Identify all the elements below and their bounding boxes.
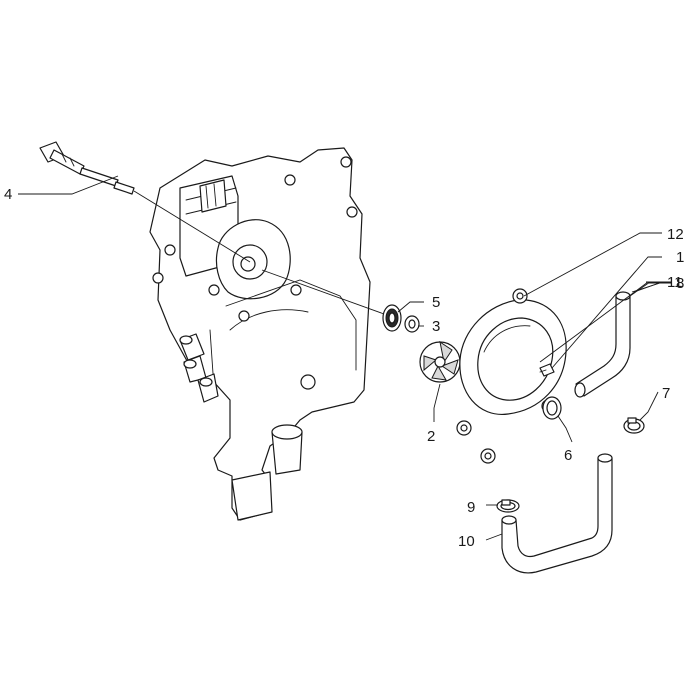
- part-11-bolt: [539, 363, 555, 377]
- callout-3: 3: [432, 318, 440, 335]
- part-8-hose: [574, 291, 631, 398]
- part-3-washer: [404, 315, 420, 333]
- callout-9: 9: [467, 499, 475, 516]
- part-6-clamp: [542, 396, 562, 420]
- callout-4: 4: [4, 186, 12, 203]
- callout-10: 10: [458, 533, 475, 550]
- part-9-clamp: [496, 499, 520, 513]
- part-4-sensor-shaft: [39, 141, 251, 263]
- leader-lines: [18, 175, 672, 541]
- callout-5: 5: [432, 294, 440, 311]
- callout-1: 1: [676, 249, 684, 266]
- callout-6: 6: [564, 447, 572, 464]
- part-10-hose: [501, 453, 613, 574]
- part-7-clamp: [623, 417, 645, 434]
- part-5-bearing: [261, 269, 402, 332]
- callout-labels: 4 5 3 2 12 1 11 8 6 7 9 10: [4, 186, 684, 550]
- callout-12: 12: [667, 226, 684, 243]
- callout-7: 7: [662, 385, 670, 402]
- callout-11: 11: [667, 274, 683, 291]
- engine-cover: [149, 147, 371, 521]
- callout-8: 8: [676, 275, 684, 292]
- part-2-impeller: [419, 340, 461, 383]
- callout-2: 2: [427, 428, 435, 445]
- pump-cover: [456, 288, 567, 464]
